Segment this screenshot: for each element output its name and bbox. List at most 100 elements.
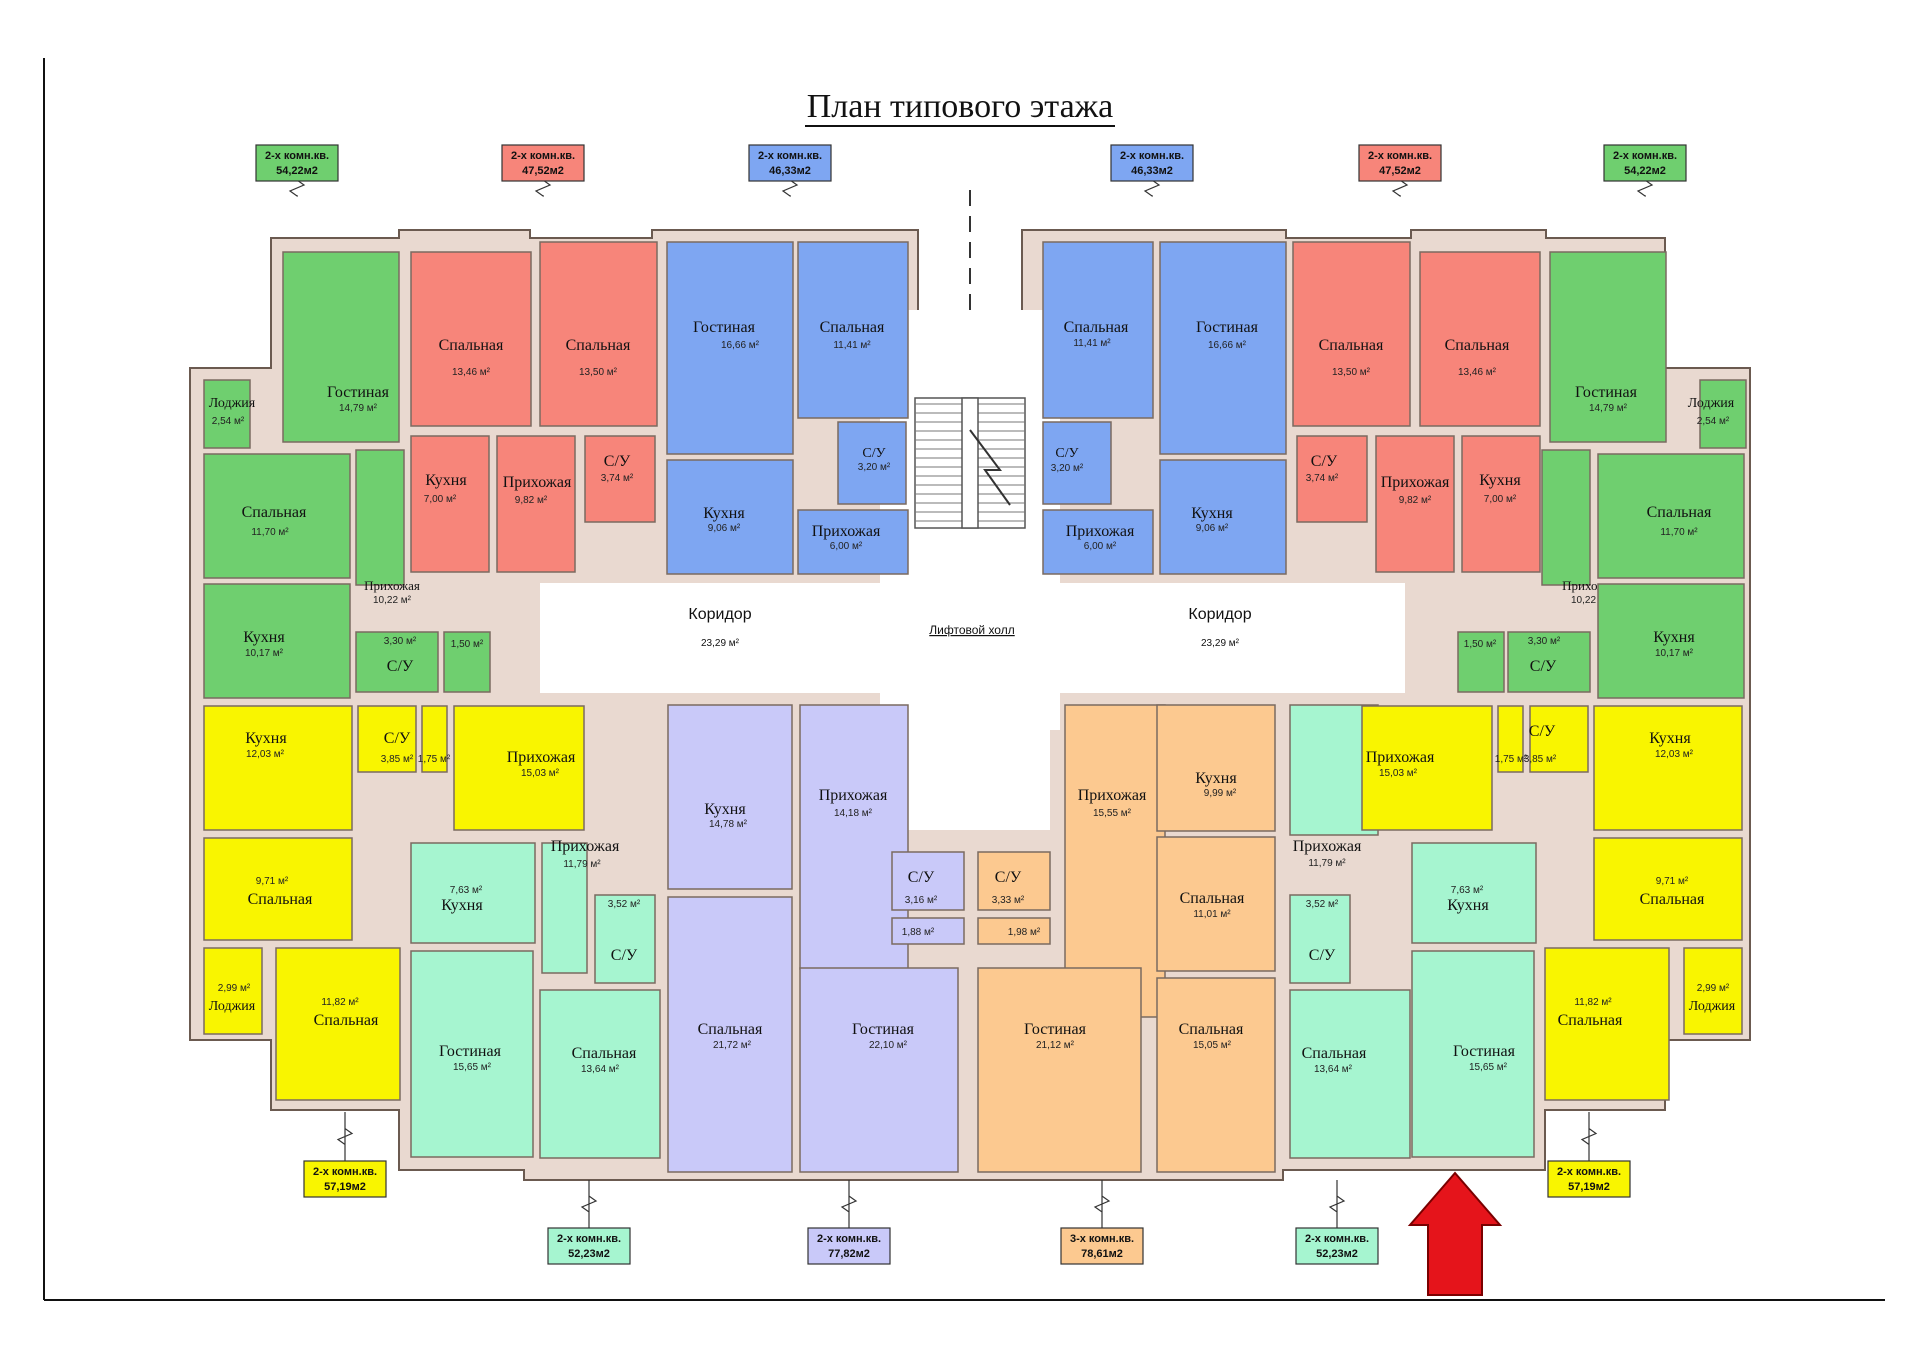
room-name: Кухня	[704, 801, 746, 818]
tag-line1: 2-х комн.кв.	[817, 1233, 881, 1245]
room-name: Прихожая	[1381, 474, 1450, 491]
room-name: Лоджия	[209, 999, 256, 1014]
room-fill	[977, 917, 1051, 945]
corridor-left-area: 23,29 м²	[701, 638, 740, 649]
room-m1-su: С/У3,52 м²	[594, 894, 656, 984]
room-fill	[203, 947, 263, 1035]
room-fill	[1042, 421, 1112, 505]
room-fill	[1497, 705, 1524, 773]
room-name: Кухня	[703, 505, 745, 522]
tag-line2: 78,61м2	[1081, 1248, 1123, 1260]
tag-line2: 46,33м2	[769, 165, 811, 177]
tag-leader-line	[534, 178, 552, 198]
room-name: Лоджия	[209, 396, 256, 411]
room-fill	[1683, 947, 1743, 1035]
room-area: 1,75 м²	[418, 754, 451, 765]
room-fill	[977, 851, 1051, 911]
room-fill	[1461, 435, 1541, 573]
tag-line2: 47,52м2	[522, 165, 564, 177]
room-name: Спальная	[1180, 890, 1245, 907]
room-name: Спальная	[1647, 504, 1712, 521]
room-fill	[1457, 631, 1505, 693]
room-area: 11,79 м²	[563, 859, 601, 870]
tag-top-4: 2-х комн.кв.46,33м2	[1110, 144, 1194, 198]
room-fill	[1289, 894, 1351, 984]
tag-leader-line	[1093, 1180, 1111, 1228]
room-area: 3,74 м²	[1306, 473, 1339, 484]
elevator-hall-label: Лифтовой холл	[929, 623, 1014, 637]
room-area: 16,66 м²	[721, 340, 760, 351]
room-name: Гостиная	[693, 319, 756, 336]
room-fill	[1159, 459, 1287, 575]
room-area: 22,10 м²	[869, 1040, 908, 1051]
plan-title: План типового этажа	[0, 88, 1920, 127]
room-fill	[410, 251, 532, 427]
room-name: Гостиная	[1575, 384, 1638, 401]
room-name: С/У	[908, 869, 935, 886]
room-name: Гостиная	[1024, 1021, 1087, 1038]
tag-box	[501, 144, 585, 182]
tag-leader-line	[781, 178, 799, 198]
tag-bot-5: 2-х комн.кв.52,23м2	[1295, 1180, 1379, 1265]
tag-top-2: 2-х комн.кв.47,52м2	[501, 144, 585, 198]
tag-line1: 2-х комн.кв.	[1305, 1233, 1369, 1245]
room-fill	[1549, 251, 1667, 443]
room-name: Прихожая	[1366, 749, 1435, 766]
room-fill	[1156, 704, 1276, 832]
tag-top-5: 2-х комн.кв.47,52м2	[1358, 144, 1442, 198]
room-name: Гостиная	[1453, 1043, 1516, 1060]
room-fill	[666, 241, 794, 455]
room-fill	[1296, 435, 1368, 523]
room-fill	[1507, 631, 1591, 693]
room-l1-su: С/У3,16 м²	[891, 851, 965, 911]
room-area: 2,54 м²	[1697, 416, 1730, 427]
room-area: 12,03 м²	[246, 749, 285, 760]
room-fill	[541, 842, 588, 974]
room-area: 3,85 м²	[381, 754, 414, 765]
room-fill	[1419, 251, 1541, 427]
room-fill	[1529, 705, 1589, 773]
arrow-icon	[1407, 1171, 1503, 1296]
room-area: 9,71 м²	[256, 876, 289, 887]
tag-box	[1110, 144, 1194, 182]
room-fill	[203, 453, 351, 579]
room-fill	[1156, 836, 1276, 972]
corridor-right-area: 23,29 м²	[1201, 638, 1240, 649]
room-fill	[453, 705, 585, 831]
tag-line2: 46,33м2	[1131, 165, 1173, 177]
room-y1-su: С/У3,85 м²	[357, 705, 417, 773]
room-area: 9,06 м²	[1196, 523, 1229, 534]
room-fill	[355, 631, 439, 693]
room-area: 13,64 м²	[1314, 1064, 1353, 1075]
room-name: Кухня	[1479, 472, 1521, 489]
room-area: 15,03 м²	[521, 768, 560, 779]
room-name: С/У	[1055, 446, 1078, 461]
room-fill	[667, 896, 793, 1173]
tag-bot-1: 2-х комн.кв.57,19м2	[303, 1112, 387, 1198]
room-name: Спальная	[1179, 1021, 1244, 1038]
room-name: Кухня	[1653, 629, 1695, 646]
tag-leader-line	[1328, 1180, 1346, 1228]
tag-line2: 57,19м2	[324, 1181, 366, 1193]
room-area: 2,99 м²	[1697, 983, 1730, 994]
room-fill	[1411, 842, 1537, 944]
room-area: 16,66 м²	[1208, 340, 1247, 351]
room-y1-small: 1,75 м²	[418, 705, 451, 773]
room-name: Кухня	[245, 730, 287, 747]
room-area: 7,63 м²	[450, 885, 483, 896]
